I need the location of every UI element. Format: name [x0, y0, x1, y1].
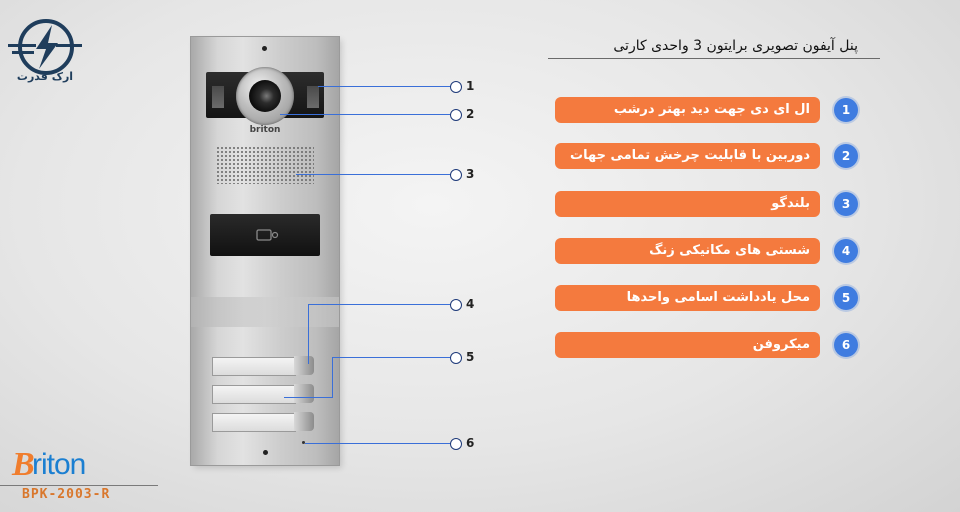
- call-button-2[interactable]: [294, 384, 314, 403]
- call-button-1[interactable]: [294, 356, 314, 375]
- feature-number-6: 6: [834, 333, 858, 357]
- feature-label-3: بلندگو: [555, 191, 820, 217]
- callout-number-3: 3: [466, 167, 475, 181]
- panel-brand-label: briton: [249, 125, 281, 135]
- callout-number-4: 4: [466, 297, 475, 311]
- feature-number-1: 1: [834, 98, 858, 122]
- feature-label-4: شستی های مکانیکی زنگ: [555, 238, 820, 264]
- callout-number-5: 5: [466, 350, 475, 364]
- callout-dot-5: [450, 352, 462, 364]
- callout-dot-4: [450, 299, 462, 311]
- microphone-hole: [302, 441, 305, 444]
- callout-line-4-vertical: [308, 304, 309, 364]
- model-number: BPK-2003-R: [22, 487, 111, 502]
- callout-dot-6: [450, 438, 462, 450]
- screw-hole-bottom: [263, 450, 268, 455]
- callout-dot-3: [450, 169, 462, 181]
- name-tag-1: [212, 357, 296, 376]
- feature-label-6: میکروفن: [555, 332, 820, 358]
- company-logo-icon: [8, 19, 82, 75]
- feature-label-2: دوربین با قابلیت چرخش تمامی جهات: [555, 143, 820, 169]
- led-left: [212, 86, 224, 108]
- callout-line-5-horizontal: [284, 397, 333, 398]
- callout-line-5: [332, 357, 454, 358]
- briton-logo-text: riton: [32, 448, 86, 481]
- callout-line-3: [296, 174, 454, 175]
- camera-lens-icon: [249, 80, 281, 112]
- speaker-grille: [216, 146, 314, 184]
- call-button-3[interactable]: [294, 412, 314, 431]
- feature-number-4: 4: [834, 239, 858, 263]
- callout-dot-2: [450, 109, 462, 121]
- led-right: [307, 86, 319, 108]
- callout-line-4: [308, 304, 454, 305]
- panel-divider: [191, 297, 339, 327]
- screw-hole-top: [262, 46, 267, 51]
- feature-label-1: ال ای دی جهت دید بهتر درشب: [555, 97, 820, 123]
- model-divider: [0, 485, 158, 486]
- card-key-icon: [256, 229, 279, 241]
- feature-label-5: محل یادداشت اسامی واحدها: [555, 285, 820, 311]
- name-tag-2: [212, 385, 296, 404]
- feature-number-2: 2: [834, 144, 858, 168]
- callout-dot-1: [450, 81, 462, 93]
- rfid-reader: [210, 214, 320, 256]
- callout-line-1: [318, 86, 454, 87]
- page-title: پنل آیفون تصویری برایتون 3 واحدی کارتی: [613, 38, 858, 54]
- company-logo-text: ارک قدرت: [16, 70, 74, 83]
- callout-number-6: 6: [466, 436, 475, 450]
- callout-line-5-vertical: [332, 357, 333, 397]
- briton-logo-initial: B: [12, 446, 35, 483]
- callout-number-2: 2: [466, 107, 475, 121]
- title-underline: [548, 58, 880, 59]
- name-tag-3: [212, 413, 296, 432]
- feature-number-5: 5: [834, 286, 858, 310]
- callout-line-6: [305, 443, 454, 444]
- feature-number-3: 3: [834, 192, 858, 216]
- callout-number-1: 1: [466, 79, 475, 93]
- callout-line-2: [280, 114, 454, 115]
